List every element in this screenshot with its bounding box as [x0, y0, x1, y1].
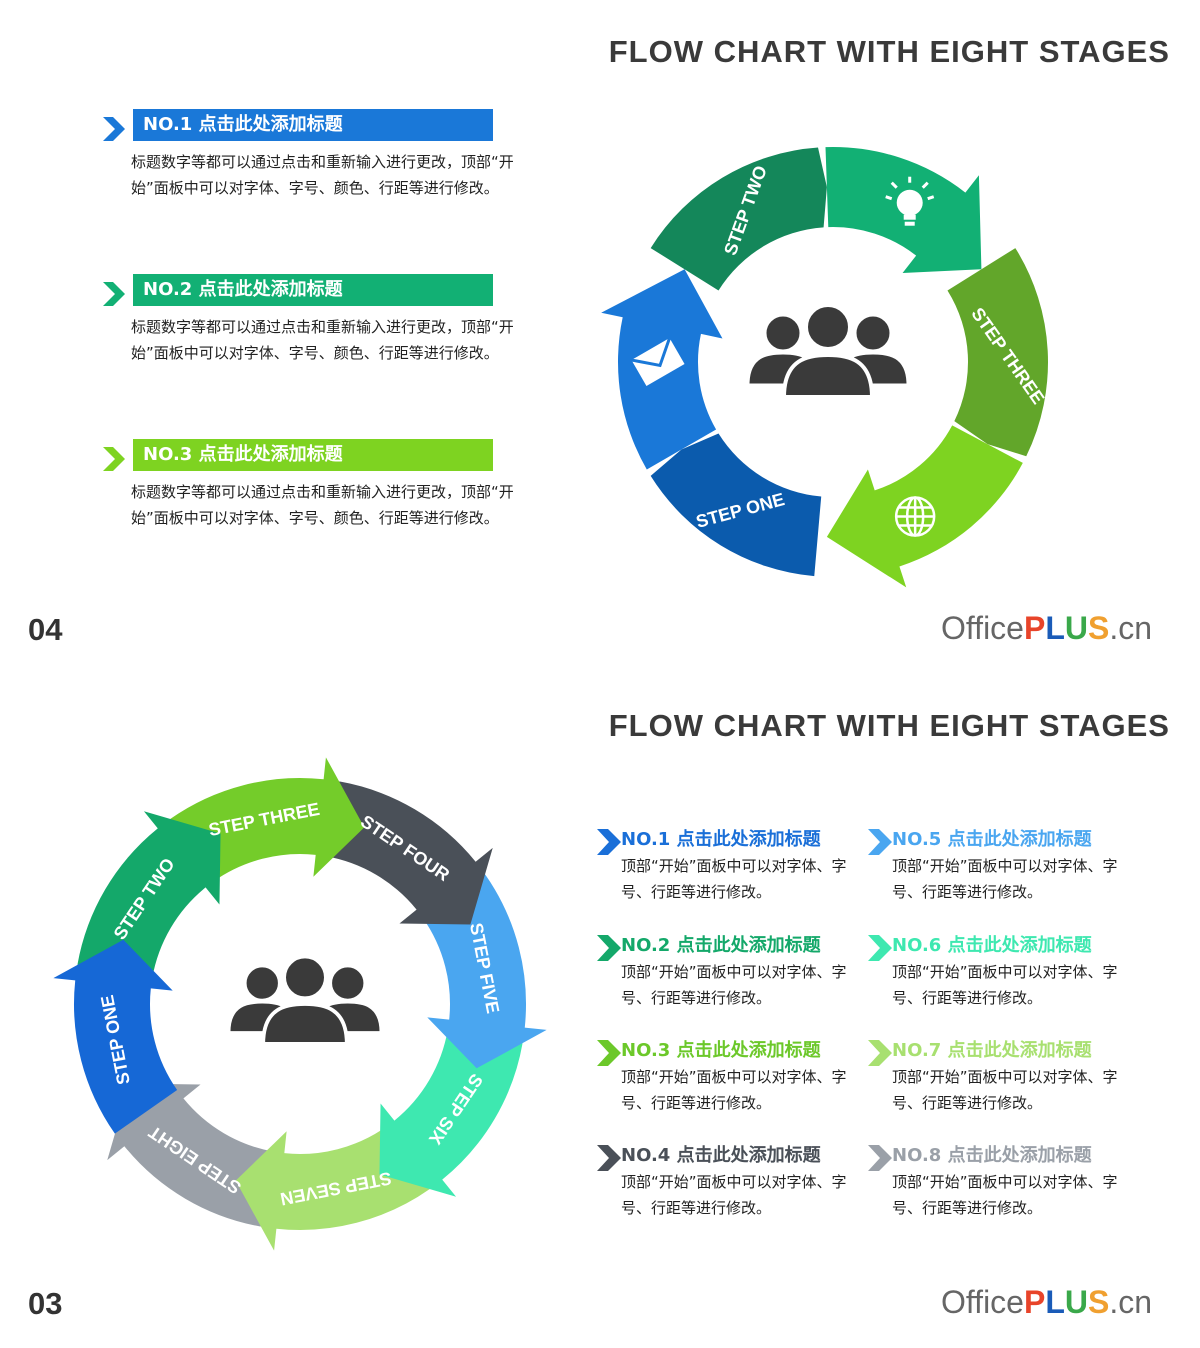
envelope-icon — [631, 337, 685, 386]
slide-title: FLOW CHART WITH EIGHT STAGES — [608, 34, 1170, 69]
slide-title: FLOW CHART WITH EIGHT STAGES — [608, 708, 1170, 743]
item-text: 顶部“开始”面板中可以对字体、字号、行距等进行修改。 — [621, 857, 847, 901]
chevron-right-icon — [597, 1040, 621, 1066]
item-heading: NO.1 点击此处添加标题 — [621, 829, 821, 850]
item-text: 顶部“开始”面板中可以对字体、字号、行距等进行修改。 — [892, 1173, 1118, 1217]
item-heading: NO.4 点击此处添加标题 — [621, 1145, 821, 1166]
chevron-right-icon — [597, 829, 621, 855]
item-text: 顶部“开始”面板中可以对字体、字号、行距等进行修改。 — [621, 1173, 847, 1217]
people-group-icon — [746, 303, 910, 399]
globe-icon — [894, 496, 936, 537]
chevron-right-icon — [597, 1145, 621, 1171]
officeplus-logo: OfficePLUS.cn — [940, 610, 1152, 646]
item-text: 标题数字等都可以通过点击和重新输入进行更改，顶部“开始”面板中可以对字体、字号、… — [131, 153, 514, 197]
item-heading: NO.2 点击此处添加标题 — [133, 274, 493, 306]
ring-arrow-2 — [77, 811, 221, 978]
page-number: 03 — [28, 1286, 63, 1321]
cycle-segment-3 — [650, 147, 827, 291]
item-text: 顶部“开始”面板中可以对字体、字号、行距等进行修改。 — [621, 1068, 847, 1112]
item-heading: NO.7 点击此处添加标题 — [892, 1040, 1092, 1061]
chevron-right-icon — [103, 117, 125, 141]
chevron-right-icon — [597, 935, 621, 961]
item-heading: NO.6 点击此处添加标题 — [892, 935, 1092, 956]
officeplus-logo: OfficePLUS.cn — [940, 1284, 1152, 1320]
item-heading: NO.3 点击此处添加标题 — [621, 1040, 821, 1061]
chevron-right-icon — [868, 935, 892, 961]
ring-arrow-8 — [107, 1083, 274, 1227]
item-text: 顶部“开始”面板中可以对字体、字号、行距等进行修改。 — [892, 1068, 1118, 1112]
item-heading: NO.3 点击此处添加标题 — [133, 439, 493, 471]
people-group-icon — [227, 954, 383, 1046]
chevron-right-icon — [868, 1145, 892, 1171]
item-text: 顶部“开始”面板中可以对字体、字号、行距等进行修改。 — [892, 963, 1118, 1007]
ring-arrow-4 — [326, 781, 493, 925]
item-heading: NO.8 点击此处添加标题 — [892, 1145, 1092, 1166]
ring-arrow-1 — [53, 939, 178, 1134]
cycle-segment-5 — [947, 248, 1048, 457]
slide-04: FLOW CHART WITH EIGHT STAGES NO.1 点击此处添加… — [28, 34, 1170, 647]
item-heading: NO.2 点击此处添加标题 — [621, 935, 821, 956]
chevron-right-icon — [103, 447, 125, 471]
chevron-right-icon — [868, 829, 892, 855]
item-heading: NO.1 点击此处添加标题 — [133, 109, 493, 141]
chevron-right-icon — [868, 1040, 892, 1066]
item-text: 顶部“开始”面板中可以对字体、字号、行距等进行修改。 — [621, 963, 847, 1007]
cycle-segment-1 — [650, 433, 822, 577]
item-text: 标题数字等都可以通过点击和重新输入进行更改，顶部“开始”面板中可以对字体、字号、… — [131, 483, 514, 527]
item-text: 标题数字等都可以通过点击和重新输入进行更改，顶部“开始”面板中可以对字体、字号、… — [131, 318, 514, 362]
item-text: 顶部“开始”面板中可以对字体、字号、行距等进行修改。 — [892, 857, 1118, 901]
ring-arrow-6 — [379, 1030, 523, 1197]
page-number: 04 — [28, 612, 63, 647]
lightbulb-icon — [885, 176, 935, 226]
item-heading: NO.5 点击此处添加标题 — [892, 829, 1092, 850]
chevron-right-icon — [103, 282, 125, 306]
